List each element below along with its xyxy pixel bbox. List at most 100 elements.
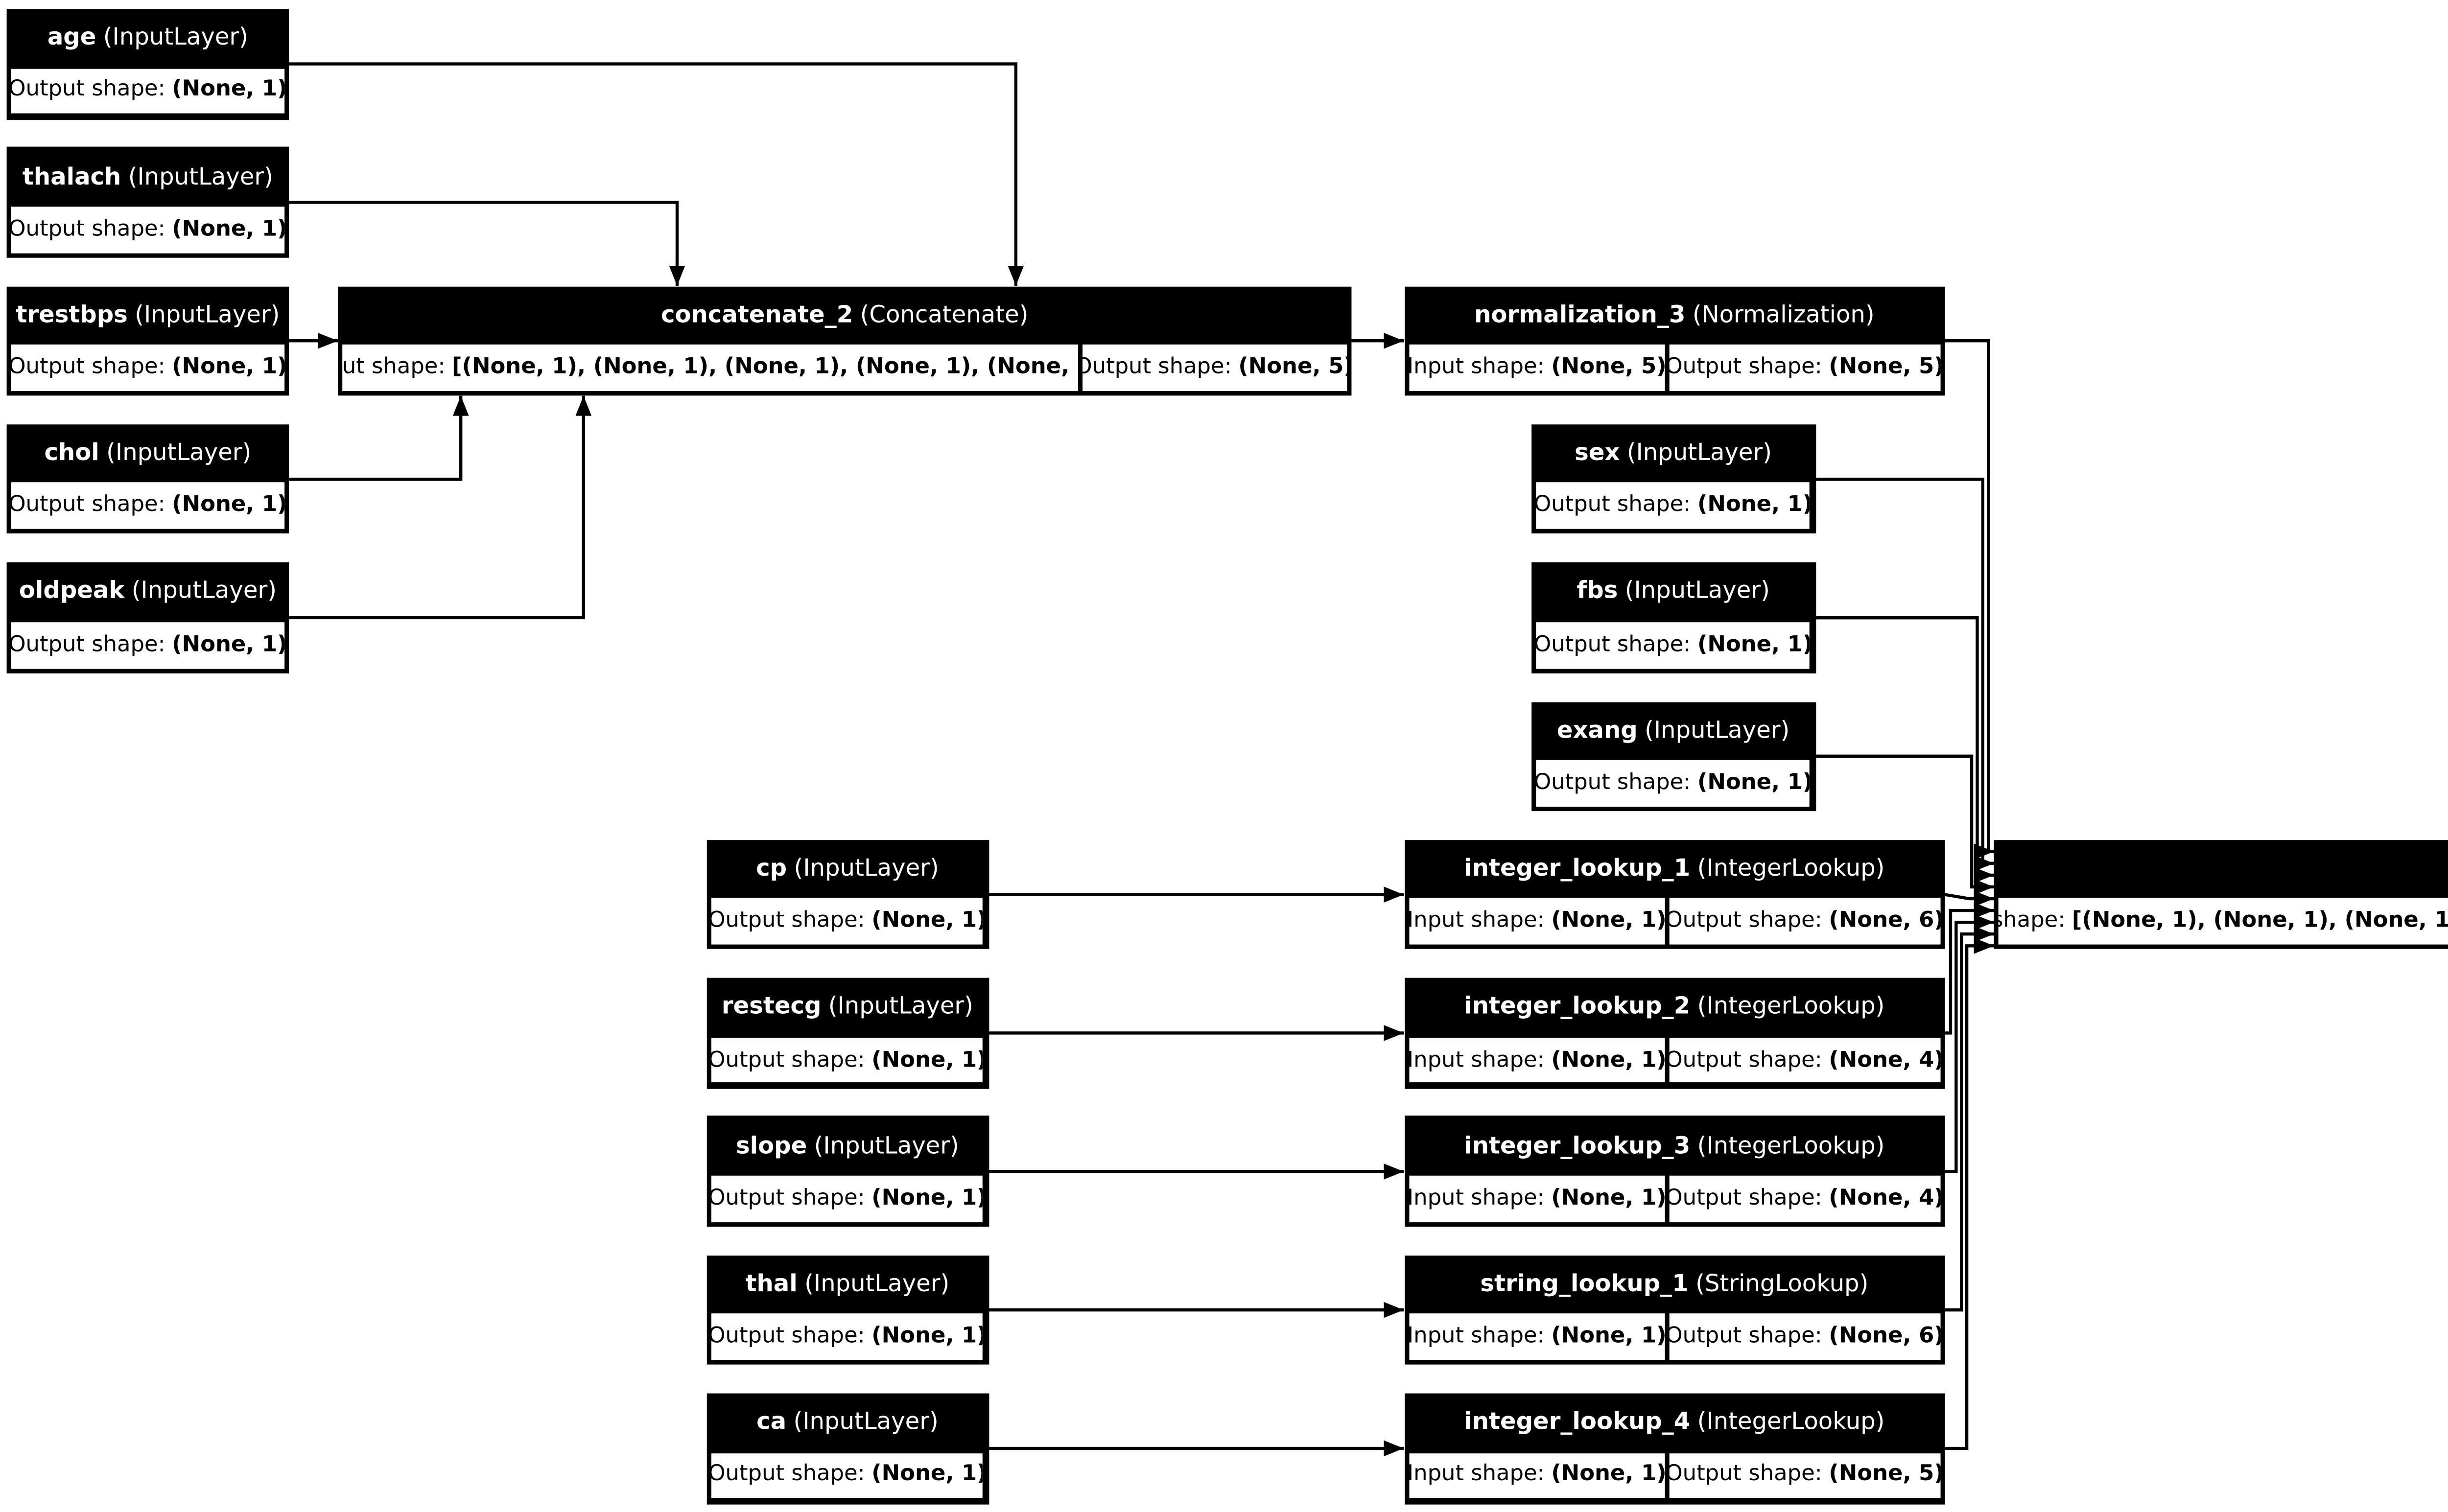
shape-cells: Input shape:(None, 1)Output shape:(None,…	[1409, 1037, 1940, 1083]
layer-node-thal: thal(InputLayer)Output shape:(None, 1)	[706, 1255, 989, 1365]
output-shape-cell: Output shape: (None, 1)	[11, 483, 284, 530]
shape-cells: Input shape:(None, 5)Output shape:(None,…	[1409, 345, 1940, 391]
shape-cells: Output shape:(None, 1)	[1536, 483, 1811, 530]
layer-name: oldpeak	[19, 579, 125, 606]
layer-name: cp	[756, 856, 787, 883]
layer-name: concatenate_2	[660, 302, 853, 329]
shape-value: (None, 1)	[1551, 1186, 1665, 1211]
shape-label: Input shape:	[1409, 909, 1545, 934]
layer-name: integer_lookup_1	[1464, 856, 1691, 883]
layer-title-slope: slope (InputLayer)	[707, 1117, 988, 1176]
shape-value: (None, 1)	[871, 1463, 984, 1488]
layer-type: (Normalization)	[1692, 302, 1875, 329]
layer-title-cp: cp (InputLayer)	[707, 839, 988, 899]
shape-value: (None, 1)	[172, 355, 284, 380]
layer-type: (InputLayer)	[128, 163, 273, 190]
output-shape-cell: Output shape:(None, 1)	[711, 1452, 984, 1499]
shape-label: Output shape:	[11, 494, 165, 519]
layer-type: (InputLayer)	[106, 440, 252, 467]
shape-label: Input shape:	[1409, 1047, 1545, 1072]
output-shape-cell: Output shape:(None, 1)	[11, 345, 284, 391]
layer-type: (StringLookup)	[1695, 1271, 1869, 1298]
output-shape-cell: Output shape:(None, 5)	[1669, 345, 1940, 391]
layer-type: (InputLayer)	[131, 579, 277, 606]
layer-title-restecg: restecg(InputLayer)	[707, 978, 988, 1037]
layer-title-age: age(InputLayer)	[7, 9, 289, 68]
shape-label: Output shape:	[1536, 632, 1691, 657]
shape-cells: Input shape:[(None, 1), (None, 1), (None…	[343, 345, 1347, 391]
layer-node-thalach: thalach(InputLayer)Output shape:(None, 1…	[6, 147, 289, 257]
shape-value: (None, 6)	[1829, 909, 1940, 934]
layer-node-concatenate_2: concatenate_2 (Concatenate) Input shape:[(…	[338, 285, 1352, 396]
layer-type: (InputLayer)	[814, 1133, 959, 1160]
shape-cells: Output shape:(None, 1)	[11, 206, 284, 253]
layer-type: (InputLayer)	[1626, 440, 1772, 467]
layer-name: chol	[44, 440, 99, 467]
layer-title-thal: thal(InputLayer)	[707, 1255, 988, 1314]
shape-value: (None, 5)	[1551, 355, 1665, 380]
shape-value: (None, 1)	[172, 217, 284, 242]
shape-cells: Input shape:(None, 1)Output shape:(None,…	[1409, 1452, 1940, 1499]
shape-value: (None, 1)	[1551, 1463, 1665, 1488]
layer-node-exang: exang (InputLayer) Output shape:(None, 1)	[1531, 701, 1815, 812]
layer-name: integer_lookup_2	[1464, 994, 1691, 1021]
layer-type: (InputLayer)	[793, 1409, 939, 1437]
output-shape-cell: Output shape:(None, 1)	[711, 1314, 984, 1360]
shape-value: (None, 5)	[1829, 1463, 1940, 1488]
shape-label: Output shape:	[711, 1325, 865, 1349]
shape-value: (None, 4)	[1829, 1047, 1940, 1072]
shape-cells: Input shape:(None, 1)Output shape:(None,…	[1409, 899, 1940, 945]
shape-label: Output shape:	[711, 1463, 865, 1488]
layer-type: (InputLayer)	[804, 1271, 950, 1298]
layer-type: (Concatenate)	[860, 302, 1029, 329]
shape-value: (None, 1)	[1551, 1325, 1665, 1349]
shape-label: Output shape:	[11, 632, 165, 657]
layer-node-restecg: restecg(InputLayer)Output shape:(None, 1…	[706, 978, 989, 1088]
layer-name: restecg	[721, 994, 822, 1021]
layer-type: (InputLayer)	[794, 856, 939, 883]
output-shape-cell: Output shape:(None, 1)	[711, 1037, 984, 1083]
layer-type: (InputLayer)	[1645, 717, 1790, 744]
input-shape-cell: Input shape:(None, 5)	[1409, 345, 1665, 391]
shape-value: (None, 1)	[1551, 1047, 1665, 1072]
shape-cells: Output shape:(None, 1)	[711, 1175, 984, 1222]
layer-node-ca: ca(InputLayer) Output shape:(None, 1)	[706, 1393, 989, 1504]
layer-name: exang	[1556, 717, 1638, 744]
shape-value: (None, 1)	[172, 78, 284, 103]
shape-value: (None, 6)	[1829, 1325, 1940, 1349]
input-shape-cell: Input shape:[(None, 1), (None, 1), (None…	[343, 345, 1078, 391]
layer-title-integer_lookup_1: integer_lookup_1(IntegerLookup)	[1404, 839, 1945, 899]
layer-node-integer_lookup_2: integer_lookup_2(IntegerLookup)Input sha…	[1404, 978, 1945, 1088]
layer-name: slope	[736, 1133, 807, 1160]
shape-cells: Output shape: (None, 1)	[11, 483, 284, 530]
output-shape-cell: Output shape:(None, 1)	[1536, 760, 1811, 807]
shape-label: Output shape:	[711, 909, 865, 934]
layer-name: ca	[756, 1409, 787, 1437]
layer-node-oldpeak: oldpeak(InputLayer)Output shape:(None, 1…	[6, 562, 289, 673]
output-shape-cell: Output shape:(None, 1)	[11, 68, 284, 114]
shape-label: Output shape:	[1669, 909, 1822, 934]
shape-value: (None, 1)	[871, 1047, 984, 1072]
layer-title-concatenate_2: concatenate_2 (Concatenate)	[338, 286, 1351, 345]
layer-node-slope: slope (InputLayer) Output shape:(None, 1)	[706, 1116, 989, 1227]
shape-value: (None, 5)	[1238, 355, 1347, 380]
output-shape-cell: Output shape:(None, 5)	[1082, 345, 1347, 391]
shape-value: [(None, 1), (None, 1), (None, 1), (None,…	[2071, 909, 2448, 934]
shape-label: Input shape:	[1409, 1325, 1545, 1349]
layer-title-normalization_3: normalization_3(Normalization)	[1404, 286, 1945, 345]
shape-cells: Output shape:(None, 1)	[1536, 760, 1811, 807]
output-shape-cell: Output shape:(None, 1)	[711, 899, 984, 945]
layer-title-exang: exang (InputLayer)	[1531, 701, 1815, 760]
layer-title-integer_lookup_3: integer_lookup_3(IntegerLookup)	[1404, 1117, 1945, 1176]
shape-value: (None, 1)	[172, 494, 284, 519]
layer-name: fbs	[1577, 579, 1618, 606]
layer-node-concatenate_3: concatenate_3(Concatenate)Input shape:[(…	[1994, 839, 2448, 950]
layer-name: integer_lookup_4	[1464, 1409, 1691, 1437]
shape-cells: Output shape:(None, 1)	[711, 1037, 984, 1083]
input-shape-cell: Input shape:(None, 1)	[1409, 1314, 1665, 1360]
shape-value: (None, 1)	[871, 1325, 984, 1349]
layer-title-fbs: fbs(InputLayer)	[1531, 563, 1815, 622]
shape-label: Input shape:	[1409, 355, 1545, 380]
